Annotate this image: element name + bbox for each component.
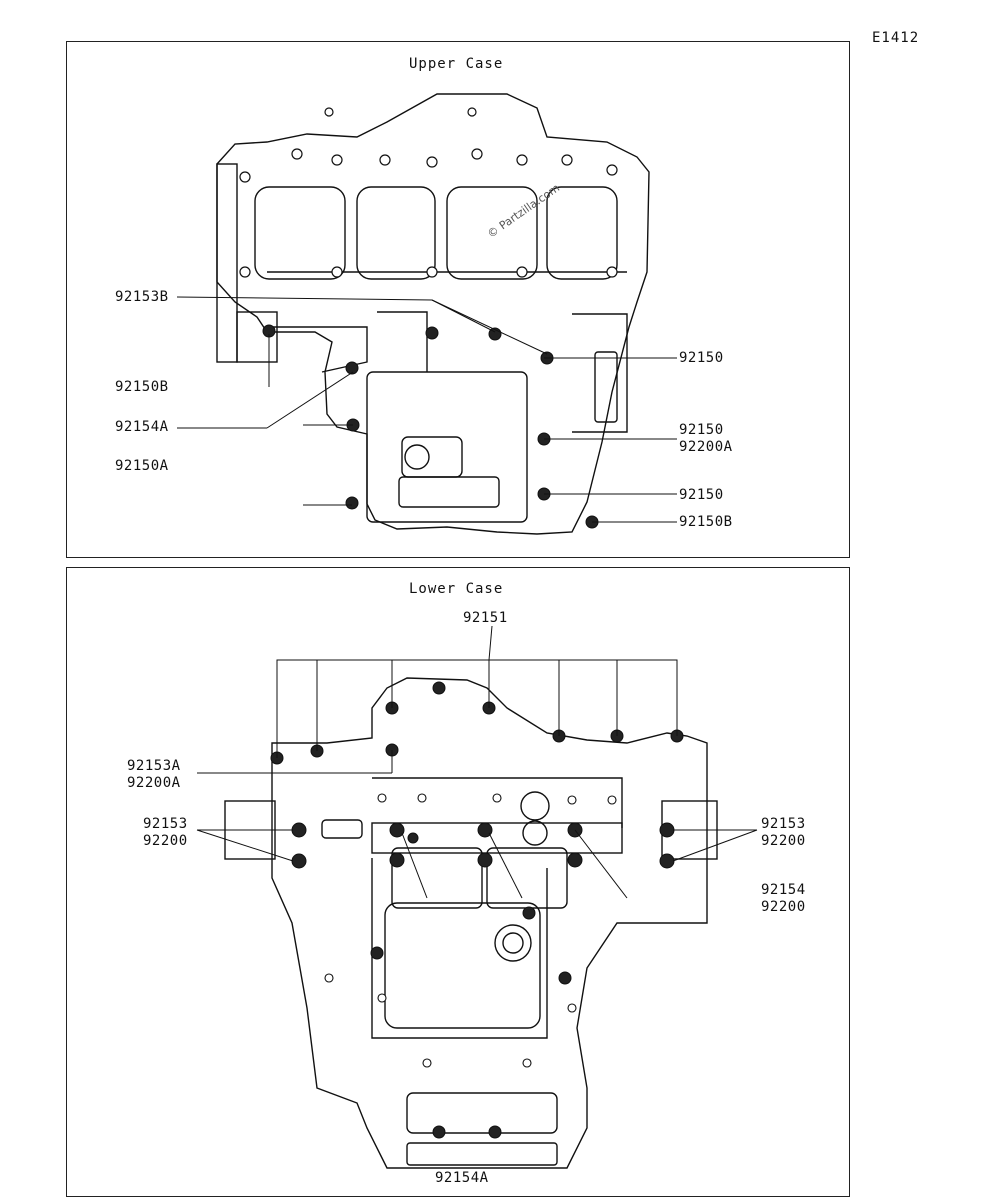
label-92154: 92154 [761,882,806,898]
label-92200-right: 92200 [761,833,806,849]
label-92200-right-2: 92200 [761,899,806,915]
label-92200-left: 92200 [143,833,188,849]
upper-case-drawing [176,93,677,535]
label-92154A-bottom: 92154A [435,1170,489,1186]
label-92153A: 92153A [127,758,181,774]
label-92150A: 92150A [115,458,169,474]
upper-case-panel: Upper Case [66,41,850,558]
lower-case-title: Lower Case [409,581,504,597]
label-92153-right: 92153 [761,816,806,832]
lower-case-drawing [196,625,758,1169]
label-92150B-right: 92150B [679,514,733,530]
label-92150-2: 92150 [679,422,724,438]
label-92200A: 92200A [127,775,181,791]
label-92154A: 92154A [115,419,169,435]
label-92153-left: 92153 [143,816,188,832]
label-92150-1: 92150 [679,350,724,366]
lower-case-panel: Lower Case [66,567,850,1197]
label-92150B-left: 92150B [115,379,169,395]
label-92151: 92151 [463,610,508,626]
page-code: E1412 [872,30,920,46]
label-92150-3: 92150 [679,487,724,503]
label-92153B: 92153B [115,289,169,305]
label-92200A: 92200A [679,439,733,455]
upper-case-title: Upper Case [409,56,504,72]
